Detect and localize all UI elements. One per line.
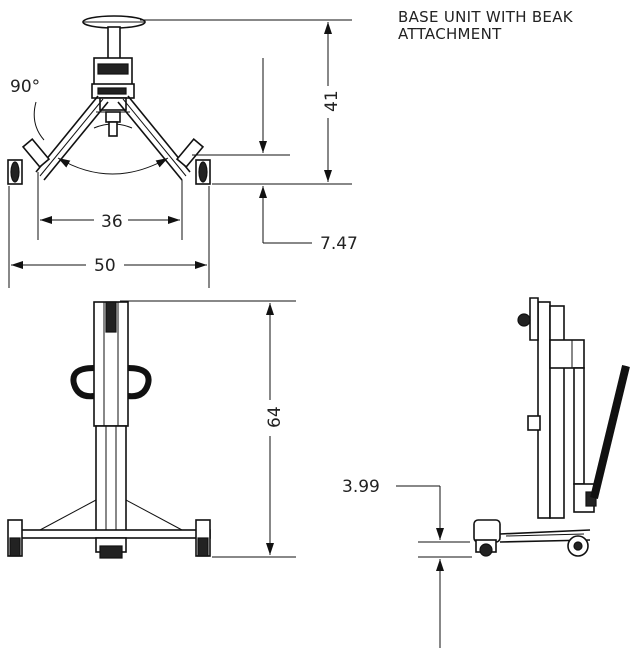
title-line-2: ATTACHMENT: [398, 25, 502, 43]
side-dimension: 3.99: [342, 477, 472, 648]
side-mast: [537, 301, 551, 519]
title-line-1: BASE UNIT WITH BEAK: [398, 8, 573, 26]
dim-inner-width-label: 36: [101, 212, 123, 232]
front-view: [7, 301, 211, 559]
drawing-title: BASE UNIT WITH BEAK ATTACHMENT: [398, 9, 573, 43]
dim-outer-width-label: 50: [94, 256, 116, 276]
side-view: [473, 297, 630, 557]
front-base-bar: [11, 529, 211, 539]
side-front-caster: [473, 519, 501, 543]
top-view: 90°: [7, 15, 211, 185]
dim-height-top-label: 41: [322, 90, 342, 112]
angle-leader: [33, 101, 45, 141]
carriage-block: [549, 339, 585, 369]
column-post: [107, 26, 121, 62]
dim-overall-height-label: 64: [265, 406, 285, 428]
dim-leg-offset-label: 7.47: [320, 234, 358, 254]
right-leg: [117, 95, 211, 185]
front-dimension: 64: [120, 300, 296, 558]
dim-angle-label: 90°: [10, 77, 40, 97]
top-dimensions: 41 7.47 36 50: [8, 19, 358, 288]
left-leg: [7, 95, 109, 185]
dim-ground-clearance-label: 3.99: [342, 477, 380, 497]
beak-attachment: [529, 297, 539, 341]
angle-arc: [57, 157, 169, 175]
